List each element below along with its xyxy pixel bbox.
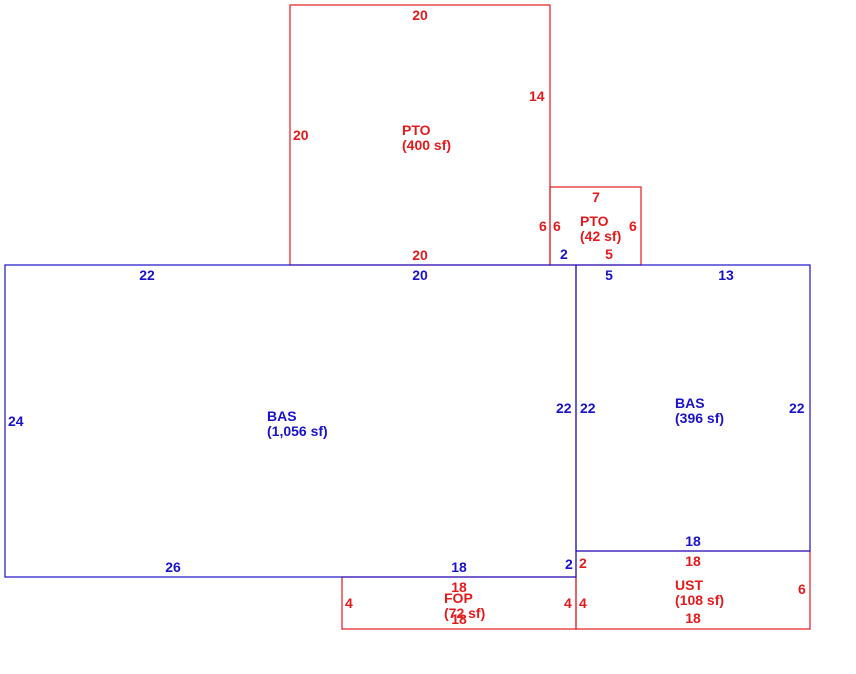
pto-large-area: (400 sf) [402, 137, 451, 153]
dim-fop-top: 18 [451, 579, 467, 595]
pto-large-code: PTO [402, 122, 431, 138]
dim-fop-left: 4 [345, 595, 353, 611]
dim-ust-top: 18 [685, 553, 701, 569]
dim-ust-left: 4 [579, 595, 587, 611]
dim-bas-top-left: 22 [139, 267, 155, 283]
bas-main-area: (1,056 sf) [267, 423, 328, 439]
dim-bas-bottom-right: 18 [451, 559, 467, 575]
dim-bas-right-bottom: 18 [685, 533, 701, 549]
dim-bas-main-right: 22 [556, 400, 572, 416]
bas-right-code: BAS [675, 395, 705, 411]
fop-code: FOP [444, 590, 473, 606]
dim-bas-right-top-b: 13 [718, 267, 734, 283]
dim-ust-right: 6 [798, 581, 806, 597]
dim-pto-large-right: 14 [529, 88, 545, 104]
dim-pto-small-left: 6 [553, 218, 561, 234]
dim-fop-right: 4 [564, 595, 572, 611]
pto-small-area: (42 sf) [580, 228, 621, 244]
fop-area: (72 sf) [444, 605, 485, 621]
bas-right-area: (396 sf) [675, 410, 724, 426]
dim-bas-left: 24 [8, 413, 24, 429]
dim-ust-bottom: 18 [685, 610, 701, 626]
dim-ust-step: 2 [579, 555, 587, 571]
dim-pto-small-top: 7 [592, 189, 600, 205]
pto-small-code: PTO [580, 213, 609, 229]
bas-main-code: BAS [267, 408, 297, 424]
bas-right-outline [575, 264, 811, 552]
dim-bas-top-mid: 20 [412, 267, 428, 283]
dim-pto-small-bottom: 5 [605, 246, 613, 262]
dim-bas-right-right: 22 [789, 400, 805, 416]
dim-pto-large-right-low: 6 [539, 218, 547, 234]
dim-pto-large-bottom: 20 [412, 247, 428, 263]
dim-bas-bottom-left: 26 [165, 559, 181, 575]
dim-step-small: 2 [560, 246, 568, 262]
dim-bas-right-left: 22 [580, 400, 596, 416]
dim-bas-step-bottom: 2 [565, 556, 573, 572]
dim-pto-large-top: 20 [412, 7, 428, 23]
dim-fop-bottom: 18 [451, 611, 467, 627]
ust-area: (108 sf) [675, 592, 724, 608]
dim-bas-right-top-a: 5 [605, 267, 613, 283]
ust-code: UST [675, 577, 703, 593]
dim-pto-small-right: 6 [629, 218, 637, 234]
dim-pto-large-left: 20 [293, 127, 309, 143]
